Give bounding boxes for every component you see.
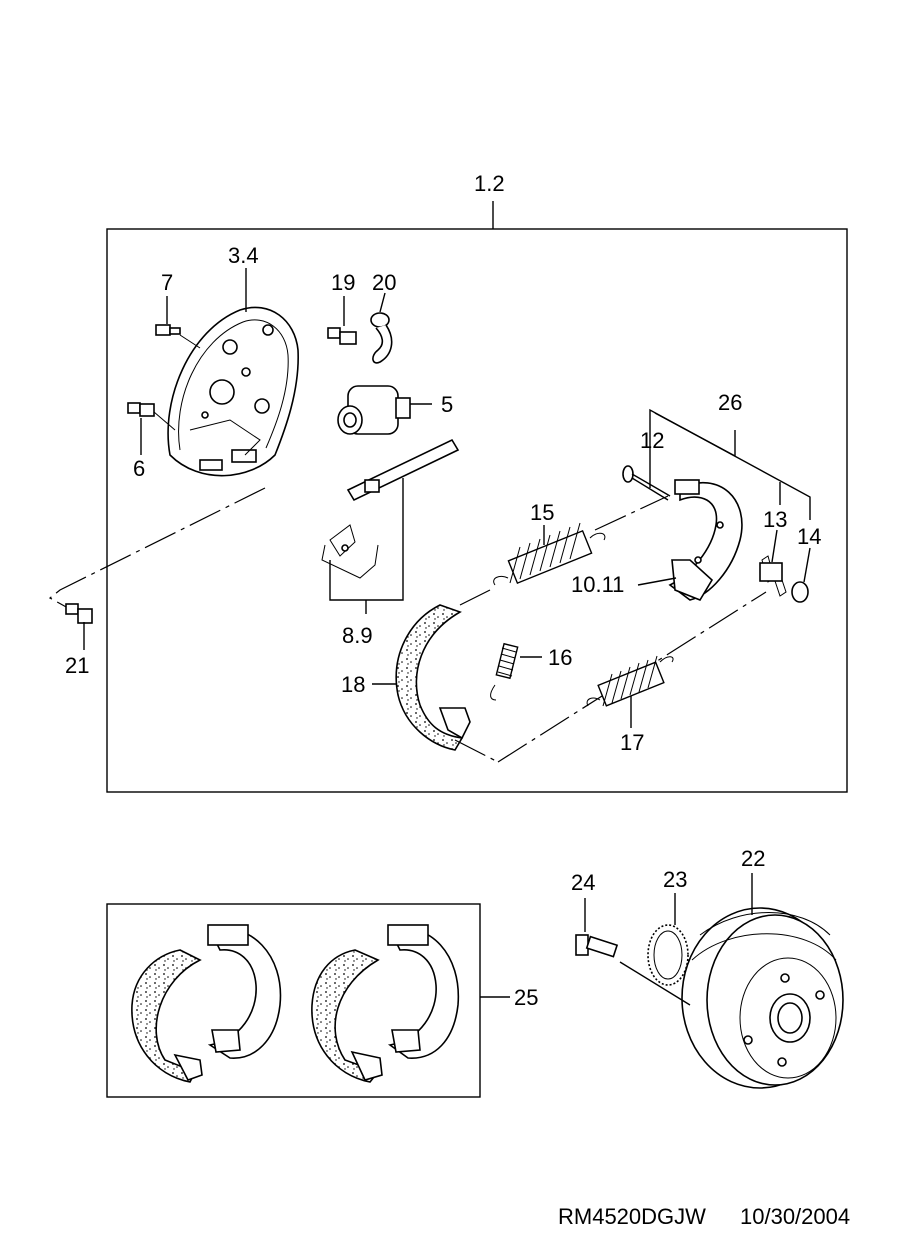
wheel-bolt (575, 934, 619, 958)
label-15: 15 (530, 500, 554, 525)
nut-6 (127, 402, 176, 431)
hold-down-spring (759, 555, 787, 597)
adjuster-spring (490, 642, 519, 701)
brake-drum (681, 907, 844, 1089)
label-21: 21 (65, 653, 89, 678)
bleeder-cap (370, 312, 393, 364)
bolt-21 (65, 603, 93, 624)
abs-tone-ring (647, 924, 689, 986)
shoe-kit-frame (106, 903, 481, 1098)
kit-shoe-2 (207, 924, 282, 1059)
label-5: 5 (441, 392, 453, 417)
return-spring-upper (493, 522, 606, 586)
drawing-code: RM4520DGJW (558, 1204, 706, 1229)
label-14: 14 (797, 524, 821, 549)
label-23: 23 (663, 867, 687, 892)
return-spring-lower (586, 655, 674, 707)
label-3-4: 3.4 (228, 243, 259, 268)
spring-cup (791, 581, 809, 603)
brake-assembly-frame (106, 228, 848, 793)
backing-plate (167, 306, 299, 477)
label-25: 25 (514, 985, 538, 1010)
drawing-date: 10/30/2004 (740, 1204, 850, 1229)
bolt-7 (155, 324, 181, 336)
kit-shoe-3 (311, 949, 383, 1083)
adjuster-strut (321, 438, 460, 579)
label-6: 6 (133, 456, 145, 481)
label-1-2: 1.2 (474, 171, 505, 196)
label-20: 20 (372, 270, 396, 295)
trailing-shoe (668, 479, 743, 601)
label-8-9: 8.9 (342, 623, 373, 648)
label-19: 19 (331, 270, 355, 295)
label-7: 7 (161, 270, 173, 295)
label-18: 18 (341, 672, 365, 697)
label-22: 22 (741, 846, 765, 871)
kit-shoe-1 (131, 949, 203, 1083)
label-16: 16 (548, 645, 572, 670)
label-26: 26 (718, 390, 742, 415)
wheel-cylinder (337, 385, 411, 435)
label-24: 24 (571, 870, 595, 895)
label-17: 17 (620, 730, 644, 755)
bleeder-screw (327, 327, 357, 345)
hold-down-pin (622, 465, 671, 501)
kit-shoe-4 (387, 924, 460, 1059)
label-12: 12 (640, 428, 664, 453)
label-10-11: 10.11 (571, 572, 624, 597)
leading-shoe (395, 604, 471, 751)
label-13: 13 (763, 507, 787, 532)
